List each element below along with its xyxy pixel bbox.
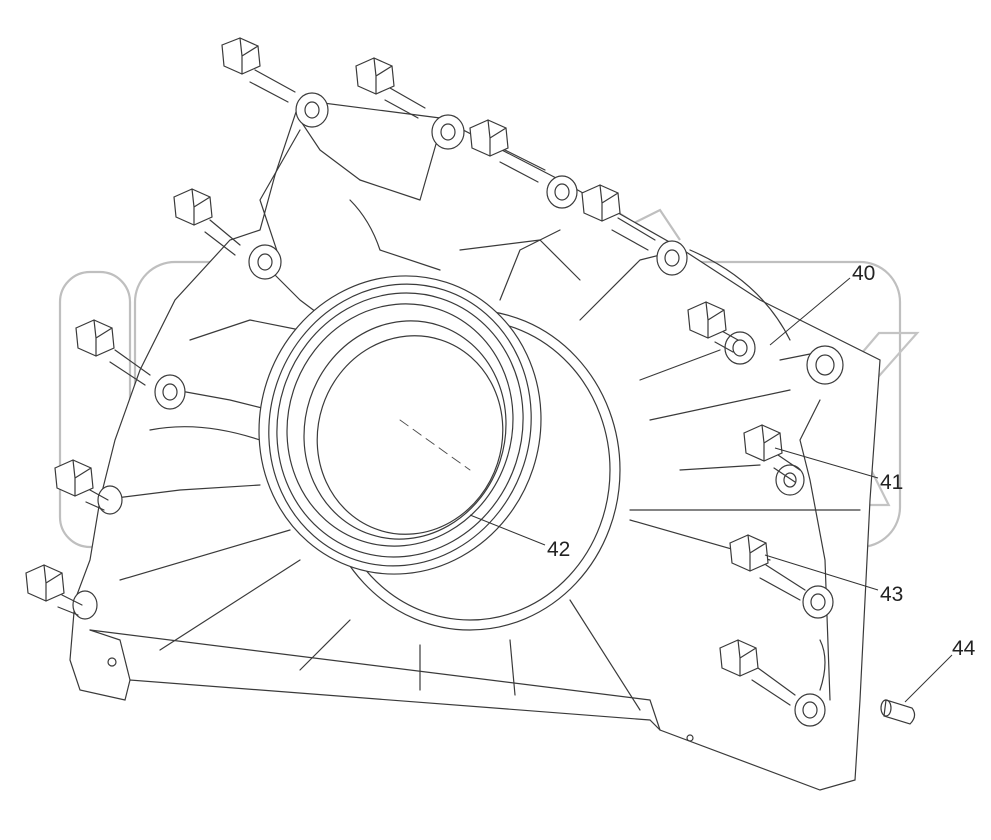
bolt	[25, 564, 83, 616]
washer	[431, 114, 465, 150]
washer	[546, 175, 578, 209]
washer	[248, 244, 282, 280]
callout-42: 42	[547, 538, 571, 561]
washer	[775, 464, 805, 496]
washers	[72, 92, 844, 727]
dowel-pin	[880, 699, 916, 725]
washer	[802, 585, 834, 619]
washer	[295, 92, 329, 128]
callout-44: 44	[952, 637, 976, 660]
washer	[794, 693, 826, 727]
leader-line-44	[904, 654, 953, 703]
bolt	[687, 301, 739, 353]
rear-oil-seal	[258, 275, 621, 631]
leader-lines	[469, 277, 953, 703]
bolt	[173, 188, 241, 256]
washer	[724, 331, 756, 365]
bolts	[25, 37, 806, 706]
washer	[656, 240, 688, 276]
bolt	[469, 119, 546, 183]
washer	[97, 485, 123, 515]
bolt	[54, 459, 109, 511]
washer	[806, 345, 844, 385]
washer	[72, 590, 98, 620]
leader-line-40	[769, 277, 851, 346]
bolt	[719, 639, 796, 706]
callout-41: 41	[880, 471, 904, 494]
bolt	[729, 534, 806, 601]
bolt	[75, 319, 151, 386]
bolt	[581, 184, 656, 251]
bolt	[355, 57, 426, 119]
leader-line-41	[774, 447, 879, 479]
callout-40: 40	[852, 262, 876, 285]
leader-line-43	[764, 554, 879, 591]
leader-line-42	[469, 514, 546, 546]
bolt	[221, 37, 296, 103]
callout-43: 43	[880, 583, 904, 606]
washer	[154, 374, 186, 410]
bolt	[743, 424, 801, 483]
